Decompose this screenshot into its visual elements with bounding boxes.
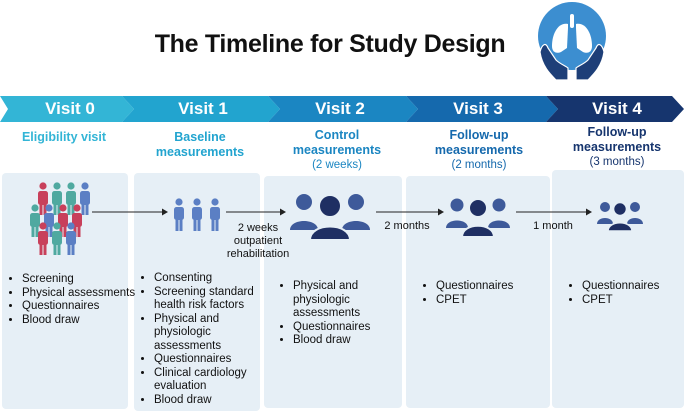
list-item: Questionnaires: [293, 321, 411, 335]
list-item: Questionnaires: [22, 300, 138, 314]
visit-4-list: Questionnaires CPET: [566, 280, 684, 307]
timeline-arrows: [0, 96, 684, 122]
gap-label-3: 1 month: [533, 220, 573, 232]
list-item: Questionnaires: [582, 280, 684, 294]
list-item: Questionnaires: [436, 280, 556, 294]
three-people-icon: [172, 198, 224, 232]
group-icon: [597, 201, 643, 231]
visit-4-label: Visit 4: [592, 99, 642, 118]
list-item: Screening standard health risk factors: [154, 286, 274, 313]
visit-0-chevron: [0, 96, 134, 122]
visit-4-chevron: [546, 96, 684, 122]
list-item: Questionnaires: [154, 353, 274, 367]
visit-1-label: Visit 1: [178, 99, 228, 118]
visit-3-note: (2 months): [451, 159, 507, 171]
list-item: Consenting: [154, 272, 274, 286]
visit-1-chevron: [122, 96, 280, 122]
visit-2-subtitle: Control measurements (2 weeks): [275, 128, 399, 173]
visit-1-subtitle: Baseline measurements: [155, 130, 245, 159]
list-item: Physical assessments: [22, 287, 138, 301]
list-item: Blood draw: [154, 394, 274, 408]
visit-0-label: Visit 0: [45, 99, 95, 118]
visit-2-chevron: [268, 96, 418, 122]
arrow-right-icon: [226, 208, 286, 216]
visit-3-subtitle: Follow-up measurements (2 months): [414, 128, 544, 173]
gap-label-2: 2 months: [384, 220, 430, 232]
list-item: Clinical cardiology evaluation: [154, 367, 274, 394]
page-title: The Timeline for Study Design: [154, 30, 506, 58]
group-icon: [290, 192, 370, 240]
arrow-right-icon: [376, 208, 444, 216]
visit-0-subtitle: Eligibility visit: [21, 130, 107, 144]
visit-4-subtitle: Follow-up measurements (3 months): [554, 125, 680, 170]
list-item: Physical and physiologic assessments: [293, 280, 411, 321]
visit-3-label: Visit 3: [453, 99, 503, 118]
visit-3-chevron: [406, 96, 558, 122]
gap-label-1: 2 weeks outpatient rehabilitation: [226, 222, 290, 260]
visit-4-note: (3 months): [589, 156, 645, 168]
visit-2-note: (2 weeks): [312, 159, 362, 171]
visit-0-list: Screening Physical assessments Questionn…: [6, 273, 138, 327]
lungs-in-hands-icon: [534, 0, 610, 82]
list-item: CPET: [436, 294, 556, 308]
visit-2-list: Physical and physiologic assessments Que…: [277, 280, 411, 348]
crowd-of-people-icon: [28, 182, 92, 258]
list-item: CPET: [582, 294, 684, 308]
visit-3-list: Questionnaires CPET: [420, 280, 556, 307]
group-icon: [446, 197, 510, 237]
list-item: Blood draw: [22, 314, 138, 328]
list-item: Screening: [22, 273, 138, 287]
visit-1-list: Consenting Screening standard health ris…: [138, 272, 274, 407]
list-item: Blood draw: [293, 334, 411, 348]
visit-2-label: Visit 2: [315, 99, 365, 118]
list-item: Physical and physiologic assessments: [154, 313, 274, 354]
arrow-right-icon: [92, 208, 168, 216]
arrow-right-icon: [516, 208, 592, 216]
